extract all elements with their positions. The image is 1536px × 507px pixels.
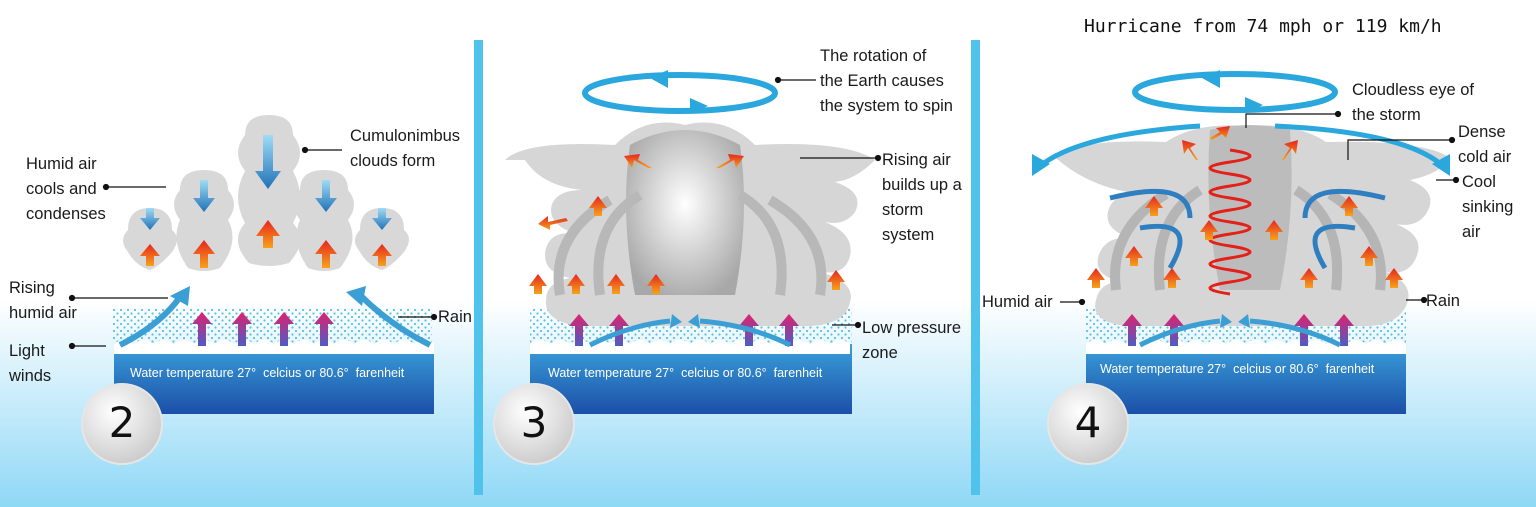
eye-tower	[1208, 125, 1292, 290]
cloud	[123, 115, 409, 271]
label-humid-air-cools: Humid air cools and condenses	[26, 155, 106, 223]
panel-4	[1032, 70, 1460, 465]
step-number: 4	[1074, 398, 1102, 447]
rotation-arrow	[582, 72, 778, 114]
curved-wind-arrows	[1138, 318, 1342, 348]
curved-wind-arrows	[588, 318, 792, 348]
water-body	[114, 344, 434, 414]
warm-up-arrows	[140, 220, 392, 268]
eye-spiral	[1208, 148, 1252, 296]
panel-3	[493, 70, 882, 465]
step-badge	[81, 383, 163, 465]
step-badge	[1047, 383, 1129, 465]
step-number: 3	[520, 398, 548, 447]
step-badge	[493, 383, 575, 465]
warm-up-arrows	[529, 154, 845, 294]
label-rotation: The rotation of the Earth causes the sys…	[820, 47, 953, 115]
warm-up-arrows	[1087, 126, 1403, 288]
label-rising-humid-air: Rising humid air	[9, 279, 77, 322]
label-eye: Cloudless eye of the storm	[1352, 81, 1474, 124]
label-humid-air: Humid air	[982, 293, 1053, 311]
label-rain: Rain	[1426, 292, 1460, 310]
wave-line	[114, 340, 434, 354]
water-body	[1086, 344, 1406, 414]
cool-sinking-arrows	[1109, 188, 1386, 270]
storm-tower	[626, 130, 744, 295]
label-rain: Rain	[438, 308, 472, 326]
label-rising-air: Rising air builds up a storm system	[882, 151, 962, 244]
label-low-pressure: Low pressure zone	[862, 319, 962, 362]
water-temperature-text: Water temperature 27° celcius or 80.6° f…	[130, 366, 405, 380]
cool-down-arrows	[140, 135, 392, 230]
curved-wind-arrows	[118, 292, 432, 348]
panel-2	[68, 115, 438, 465]
label-cumulonimbus: Cumulonimbus clouds form	[350, 127, 461, 170]
rising-humid-columns	[192, 312, 334, 346]
water-body	[530, 344, 852, 414]
wave-line	[1086, 340, 1406, 354]
label-light-winds: Light winds	[9, 342, 52, 385]
wave-line	[530, 340, 850, 354]
water-temperature-text: Water temperature 27° celcius or 80.6° f…	[1100, 362, 1375, 376]
rotation-arrow	[1132, 71, 1338, 113]
divider-left	[474, 40, 483, 495]
water-temperature-text: Water temperature 27° celcius or 80.6° f…	[548, 366, 823, 380]
label-dense-cold-air: Dense cold air	[1458, 123, 1512, 166]
outflow-arrows	[1038, 123, 1445, 168]
label-cool-sinking-air: Cool sinking air	[1462, 173, 1514, 241]
divider-right	[971, 40, 980, 495]
diagram-title: Hurricane from 74 mph or 119 km/h	[1084, 16, 1442, 37]
step-number: 2	[108, 398, 136, 447]
